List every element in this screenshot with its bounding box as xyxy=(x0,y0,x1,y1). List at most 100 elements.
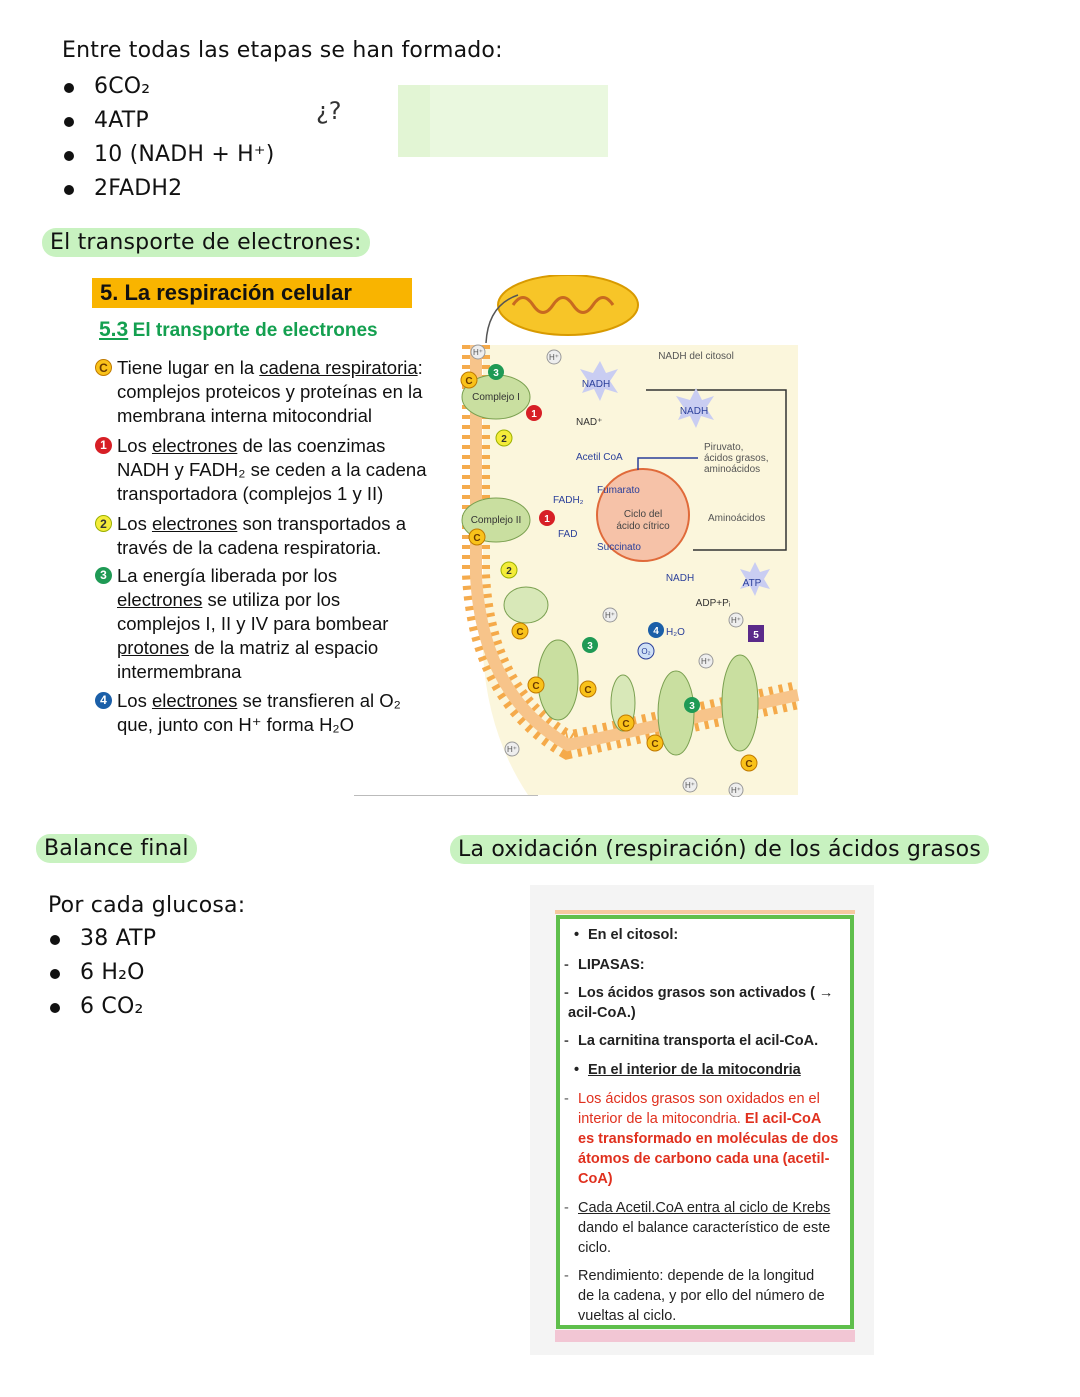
svg-text:C: C xyxy=(473,533,480,544)
marker-c: C xyxy=(95,359,112,376)
hplus-markers: H⁺ H⁺ H⁺ H⁺ H⁺ H⁺ H⁺ H⁺ xyxy=(470,344,744,797)
svg-text:H⁺: H⁺ xyxy=(685,781,695,790)
svg-text:NADH del citosol: NADH del citosol xyxy=(658,351,734,362)
svg-text:Complejo I: Complejo I xyxy=(472,392,520,403)
svg-text:Fumarato: Fumarato xyxy=(597,485,640,496)
slide-subtitle: 5.3 El transporte de electrones xyxy=(99,318,378,341)
highlight-box xyxy=(398,85,608,157)
fa-acetil-3: ciclo. xyxy=(578,1240,612,1256)
svg-text:H⁺: H⁺ xyxy=(731,786,741,795)
slide-item-2: 2 Los electrones son transportados a tra… xyxy=(95,512,457,560)
question-doodle: ¿? xyxy=(316,100,342,128)
slide-item-3: 3 La energía liberada por los electrones… xyxy=(95,564,457,684)
complejo-5 xyxy=(721,654,759,752)
fa-oxidados-5: CoA) xyxy=(578,1171,613,1187)
fa-acetil: Cada Acetil.CoA entra al ciclo de Krebs xyxy=(564,1198,840,1218)
fa-activados-2: acil-CoA.) xyxy=(568,1005,636,1021)
fa-rendimiento: Rendimiento: depende de la longitud xyxy=(564,1266,840,1286)
svg-text:C: C xyxy=(584,685,591,696)
diagram-markers: C 3 1 2 1 C 2 C 3 C C 4 C C 3 C 5 xyxy=(460,364,764,772)
fa-citosol: •En el citosol: xyxy=(574,927,679,943)
svg-text:C: C xyxy=(465,376,472,387)
slide-item-c: C Tiene lugar en la cadena respiratoria:… xyxy=(95,356,457,428)
fa-oxidados-4: átomos de carbono cada una (acetil- xyxy=(578,1151,830,1167)
fatty-heading: La oxidación (respiración) de los ácidos… xyxy=(450,835,989,864)
list-item: 4ATP xyxy=(62,104,275,138)
slide-item-1: 1 Los electrones de las coenzimas NADH y… xyxy=(95,434,457,506)
svg-text:H⁺: H⁺ xyxy=(701,657,711,666)
fa-activados: Los ácidos grasos son activados ( → xyxy=(564,983,840,1003)
complejo-3 xyxy=(537,639,579,721)
svg-text:H⁺: H⁺ xyxy=(731,616,741,625)
svg-text:4: 4 xyxy=(653,626,659,637)
fa-oxidados-3: es transformado en moléculas de dos xyxy=(578,1131,839,1147)
fa-oxidados: Los ácidos grasos son oxidados en el xyxy=(564,1089,840,1109)
o2-badge xyxy=(637,642,655,660)
top-intro: Entre todas las etapas se han formado: xyxy=(62,38,503,63)
svg-text:Complejo II: Complejo II xyxy=(471,515,522,526)
svg-text:3: 3 xyxy=(689,701,695,712)
svg-text:1: 1 xyxy=(544,514,550,525)
top-list: 6CO₂ 4ATP 10 (NADH + H⁺) 2FADH2 xyxy=(62,70,275,206)
citric-cycle xyxy=(596,468,690,562)
list-item: 2FADH2 xyxy=(62,172,275,206)
svg-text:NADH: NADH xyxy=(582,379,610,390)
svg-text:Acetil CoA: Acetil CoA xyxy=(576,452,623,463)
svg-text:H⁺: H⁺ xyxy=(473,348,483,357)
svg-text:2: 2 xyxy=(506,566,512,577)
svg-text:FADH₂: FADH₂ xyxy=(553,495,584,506)
balance-intro: Por cada glucosa: xyxy=(48,893,246,918)
svg-text:Aminoácidos: Aminoácidos xyxy=(708,513,765,524)
svg-text:O₂: O₂ xyxy=(641,647,650,656)
svg-text:ATP: ATP xyxy=(743,578,762,589)
complejo-4 xyxy=(657,670,695,756)
svg-text:NADH: NADH xyxy=(680,406,708,417)
mitochondrion-icon xyxy=(497,275,639,336)
svg-text:5: 5 xyxy=(753,630,759,641)
slide-title: 5. La respiración celular xyxy=(92,278,412,308)
balance-heading: Balance final xyxy=(36,834,197,863)
fa-oxidados-2: interior de la mitocondria. El acil-CoA xyxy=(578,1111,822,1127)
svg-text:H⁺: H⁺ xyxy=(605,611,615,620)
membrane-core xyxy=(470,345,800,752)
fa-acetil-2: dando el balance característico de este xyxy=(578,1220,831,1236)
svg-text:FAD: FAD xyxy=(558,529,577,540)
svg-text:C: C xyxy=(532,681,539,692)
svg-text:C: C xyxy=(651,739,658,750)
svg-text:NADH: NADH xyxy=(666,573,694,584)
svg-text:H⁺: H⁺ xyxy=(507,745,517,754)
svg-text:H₂O: H₂O xyxy=(666,627,685,638)
feed-line xyxy=(646,389,787,551)
svg-text:Succinato: Succinato xyxy=(597,542,641,553)
fa-interior: •En el interior de la mitocondria xyxy=(574,1062,801,1078)
transport-heading: El transporte de electrones: xyxy=(42,228,370,257)
fa-rendimiento-3: vueltas al ciclo. xyxy=(578,1308,677,1324)
balance-list: 38 ATP 6 H₂O 6 CO₂ xyxy=(48,922,156,1024)
list-item: 10 (NADH + H⁺) xyxy=(62,138,275,172)
marker-2: 2 xyxy=(95,515,112,532)
marker-1: 1 xyxy=(95,437,112,454)
list-item: 6CO₂ xyxy=(62,70,275,104)
svg-text:H⁺: H⁺ xyxy=(549,353,559,362)
slide-divider xyxy=(354,795,538,796)
nadh-star-2 xyxy=(676,388,714,428)
atp-star xyxy=(740,562,770,596)
zoom-arrow xyxy=(485,294,519,344)
svg-text:C: C xyxy=(622,719,629,730)
svg-text:3: 3 xyxy=(493,368,499,379)
marker-4: 4 xyxy=(95,692,112,709)
acetil-line xyxy=(637,457,698,470)
fa-carnitina: La carnitina transporta el acil-CoA. xyxy=(564,1031,840,1051)
fa-lipasas: LIPASAS: xyxy=(564,955,840,975)
cristae xyxy=(511,296,615,314)
svg-text:C: C xyxy=(745,759,752,770)
fa-rendimiento-2: de la cadena, y por ello del número de xyxy=(578,1288,825,1304)
slide-item-4: 4 Los electrones se transfieren al O₂ qu… xyxy=(95,689,457,737)
fatty-box: •En el citosol: LIPASAS: Los ácidos gras… xyxy=(556,915,854,1329)
svg-text:C: C xyxy=(516,627,523,638)
svg-text:3: 3 xyxy=(587,641,593,652)
svg-text:ADP+Pᵢ: ADP+Pᵢ xyxy=(696,598,731,609)
fatty-panel: •En el citosol: LIPASAS: Los ácidos gras… xyxy=(530,885,874,1355)
